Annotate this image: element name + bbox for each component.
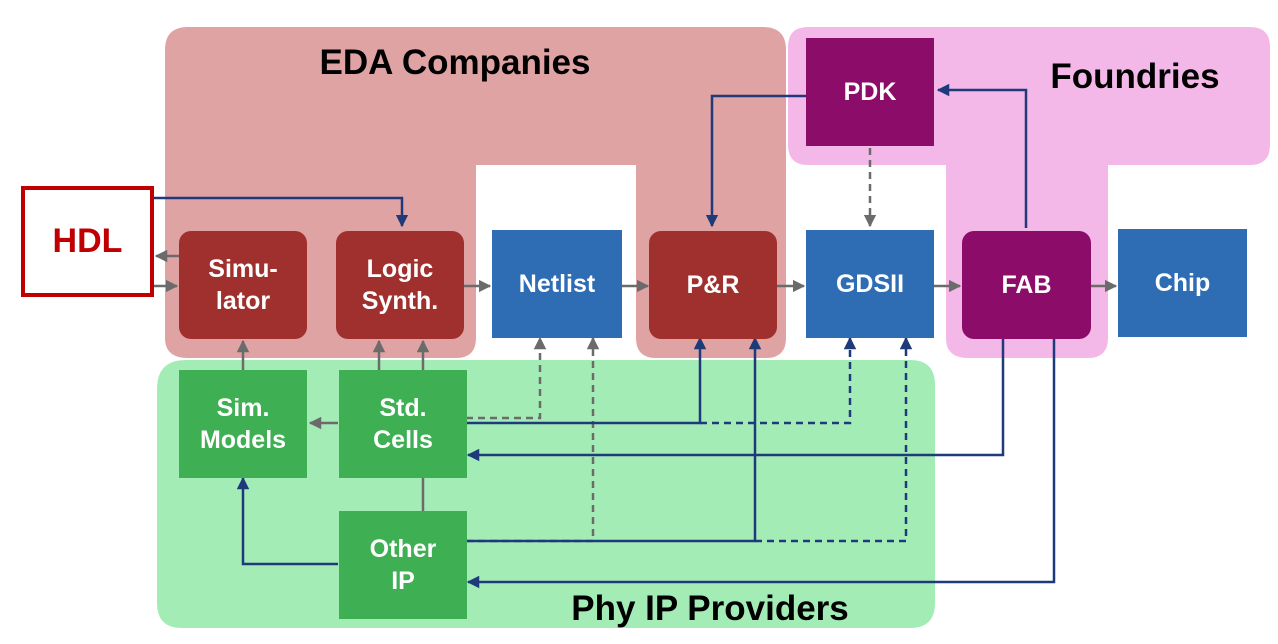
eda-companies-title: EDA Companies <box>319 43 591 82</box>
logic-synth-node: Logic Synth. <box>336 231 464 339</box>
hdl-box: HDL <box>21 186 154 297</box>
eda-region <box>165 27 786 358</box>
netlist-node: Netlist <box>492 230 622 338</box>
navy-flow-arrows <box>154 83 1056 589</box>
gdsii-node: GDSII <box>806 230 934 338</box>
pdk-node: PDK <box>806 38 934 146</box>
other-ip-node: Other IP <box>339 511 467 619</box>
pnr-node: P&R <box>649 231 777 339</box>
std-cells-node: Std. Cells <box>339 370 467 478</box>
chip-node: Chip <box>1118 229 1247 337</box>
phy-ip-providers-title: Phy IP Providers <box>571 589 849 628</box>
simulator-node: Simu- lator <box>179 231 307 339</box>
sim-models-node: Sim. Models <box>179 370 307 478</box>
fab-node: FAB <box>962 231 1091 339</box>
foundries-title: Foundries <box>1050 57 1220 96</box>
